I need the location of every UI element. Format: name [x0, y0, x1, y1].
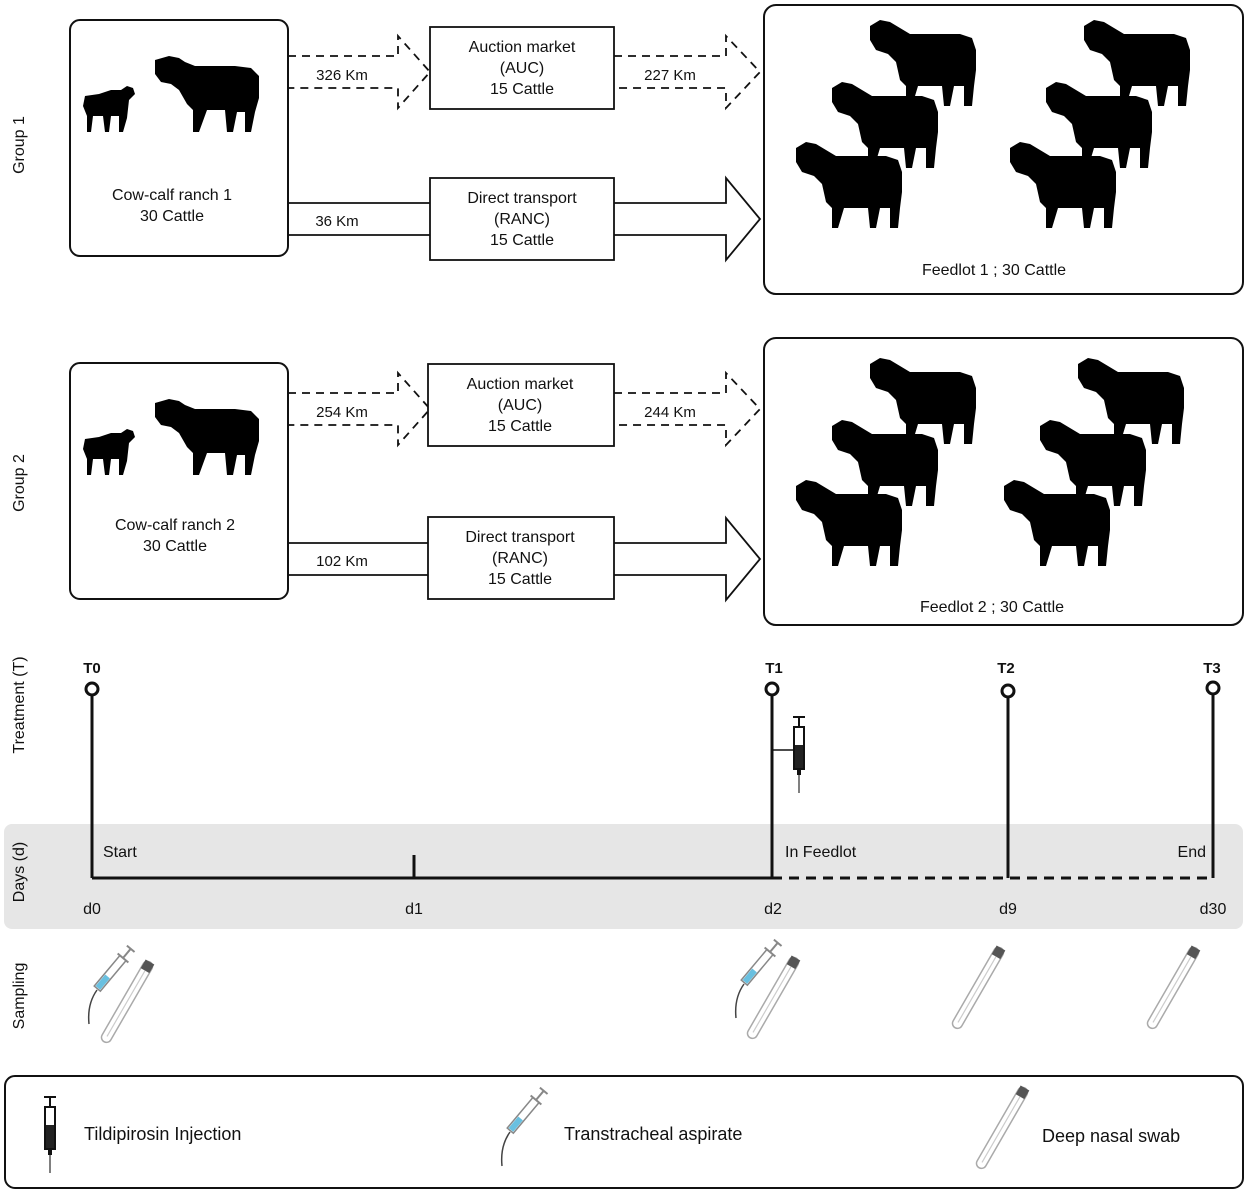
group2-auction-code: (AUC) — [498, 397, 542, 414]
treatment-label-t2: T2 — [997, 660, 1015, 677]
group1-direct-code: (RANC) — [494, 211, 550, 228]
day-label-d2: d2 — [764, 901, 782, 918]
treatment-label-t1: T1 — [765, 660, 783, 677]
legend-box — [4, 1075, 1244, 1189]
start-label: Start — [103, 844, 137, 861]
group1-dashed-arrow-out — [614, 33, 762, 111]
t1-injection-syringe-icon — [792, 716, 806, 794]
group2-label: Group 2 — [11, 454, 28, 512]
group1-dist-direct: 36 Km — [315, 213, 358, 230]
group1-ranch-name: Cow-calf ranch 1 — [112, 187, 232, 204]
group1-direct-count: 15 Cattle — [490, 232, 554, 249]
group2-direct-box — [427, 516, 615, 600]
treatment-axis-label: Treatment (T) — [11, 656, 28, 753]
group2-ranch-name: Cow-calf ranch 2 — [115, 517, 235, 534]
group1-direct-box — [429, 177, 615, 261]
day-label-d30: d30 — [1200, 901, 1227, 918]
day-label-d9: d9 — [999, 901, 1017, 918]
d30-swab-icon — [1144, 944, 1202, 1031]
group1-feedlot-label: Feedlot 1 ; 30 Cattle — [922, 262, 1066, 279]
group2-auction-title: Auction market — [467, 376, 574, 393]
group1-auction-count: 15 Cattle — [490, 81, 554, 98]
group2-direct-arrow — [288, 515, 762, 603]
group1-ranch-count: 30 Cattle — [140, 208, 204, 225]
sampling-axis-label: Sampling — [11, 963, 28, 1030]
group2-direct-count: 15 Cattle — [488, 571, 552, 588]
in-feedlot-label: In Feedlot — [785, 844, 857, 861]
treatment-marker-t0 — [84, 681, 100, 697]
treatment-label-t0: T0 — [83, 660, 101, 677]
end-label: End — [1178, 844, 1206, 861]
group1-auction-box — [429, 26, 615, 110]
group1-auction-code: (AUC) — [500, 60, 544, 77]
d2-aspirate-icon — [734, 937, 785, 1019]
group1-dist-in: 326 Km — [316, 67, 368, 84]
group2-auction-box — [427, 363, 615, 447]
treatment-label-t3: T3 — [1203, 660, 1221, 677]
group2-ranch-count: 30 Cattle — [143, 538, 207, 555]
group2-dist-in: 254 Km — [316, 404, 368, 421]
group2-dashed-arrow-out — [614, 370, 762, 448]
group2-direct-code: (RANC) — [492, 550, 548, 567]
group2-ranch-box — [69, 362, 289, 600]
d9-swab-icon — [949, 944, 1007, 1031]
treatment-marker-t1 — [764, 681, 780, 697]
group2-auction-count: 15 Cattle — [488, 418, 552, 435]
group2-dist-direct: 102 Km — [316, 553, 368, 570]
group1-label: Group 1 — [11, 116, 28, 174]
group2-feedlot-label: Feedlot 2 ; 30 Cattle — [920, 599, 1064, 616]
legend-swab-label: Deep nasal swab — [1042, 1126, 1180, 1146]
days-axis-label: Days (d) — [11, 842, 28, 902]
group2-dist-out: 244 Km — [644, 404, 696, 421]
group2-direct-title: Direct transport — [465, 529, 575, 546]
legend-injection-label: Tildipirosin Injection — [84, 1124, 241, 1144]
d0-aspirate-icon — [87, 943, 138, 1025]
group1-auction-title: Auction market — [469, 39, 576, 56]
timeline-verticals — [90, 694, 1215, 878]
treatment-marker-t3 — [1205, 680, 1221, 696]
legend-aspirate-label: Transtracheal aspirate — [564, 1124, 742, 1144]
treatment-marker-t2 — [1000, 683, 1016, 699]
group1-direct-arrow — [288, 175, 762, 263]
group1-direct-title: Direct transport — [467, 190, 577, 207]
day-label-d0: d0 — [83, 901, 101, 918]
day-label-d1: d1 — [405, 901, 423, 918]
group1-dist-out: 227 Km — [644, 67, 696, 84]
